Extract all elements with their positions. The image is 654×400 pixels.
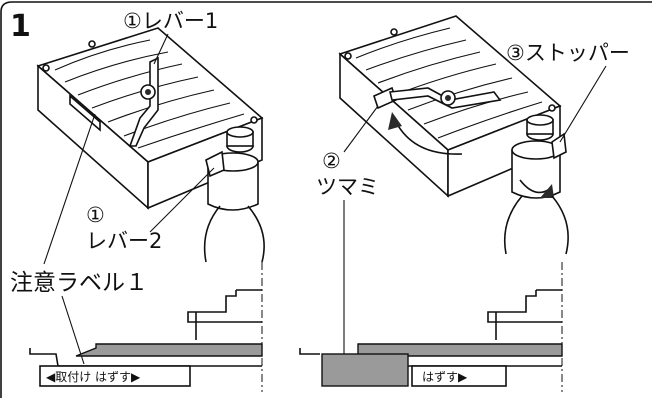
- left-section: ◀取付け はずす▶: [29, 262, 263, 392]
- leader-lever2: [149, 167, 215, 233]
- leader-knob-top: [343, 105, 379, 153]
- leader-lever1: [153, 33, 169, 65]
- label-knob-number: ②: [322, 149, 341, 173]
- leader-caution-top: [43, 113, 96, 265]
- lever-2[interactable]: [205, 150, 225, 178]
- rotation-arrow-head: [388, 112, 402, 130]
- screw: [88, 40, 96, 48]
- label-stopper: ③ストッパー: [506, 41, 630, 65]
- left-section-outline: [187, 290, 262, 323]
- right-section: はずす▶: [299, 262, 563, 392]
- motor-arrow: [519, 179, 549, 194]
- rotation-arrow: [395, 121, 463, 155]
- left-mount-arc: [203, 205, 265, 263]
- screw: [250, 116, 258, 124]
- left-track: [75, 343, 263, 357]
- right-mount-arc: [503, 195, 569, 255]
- screw: [42, 64, 50, 72]
- label-caution: 注意ラベル１: [10, 270, 148, 296]
- right-track-base: [299, 348, 320, 355]
- lever-1[interactable]: [128, 56, 159, 147]
- right-knob-block: [321, 353, 409, 387]
- stopper[interactable]: [551, 132, 567, 160]
- screw: [548, 104, 556, 112]
- lever-rotated-pivot-center: [445, 95, 451, 101]
- step-number: 1: [10, 9, 31, 44]
- label-lever1: ①レバー1: [123, 9, 218, 33]
- right-unit: [338, 15, 569, 255]
- left-unit: [36, 27, 265, 263]
- right-track: [357, 343, 563, 357]
- right-motor-cap-top: [526, 114, 554, 126]
- label-knob: ツマミ: [316, 175, 379, 199]
- left-motor-cap-top: [226, 126, 254, 138]
- leader-stopper: [559, 65, 607, 143]
- left-motor: [207, 162, 259, 211]
- screw: [344, 52, 352, 60]
- label-lever2-number: ①: [86, 203, 105, 227]
- right-tag: はずす▶: [422, 370, 468, 384]
- left-tag-box: [39, 365, 191, 387]
- right-section-outline: [487, 290, 562, 323]
- left-tag: ◀取付け はずす▶: [46, 370, 141, 384]
- right-motor: [511, 150, 561, 199]
- lever-1-pivot-center: [145, 89, 151, 95]
- leader-caution-bottom: [61, 295, 85, 365]
- screw: [390, 28, 398, 36]
- label-lever2: レバー2: [86, 229, 162, 253]
- motor-arrow-head: [540, 184, 554, 198]
- right-tag-box: [411, 365, 507, 387]
- right-unit-ribs: [355, 27, 543, 139]
